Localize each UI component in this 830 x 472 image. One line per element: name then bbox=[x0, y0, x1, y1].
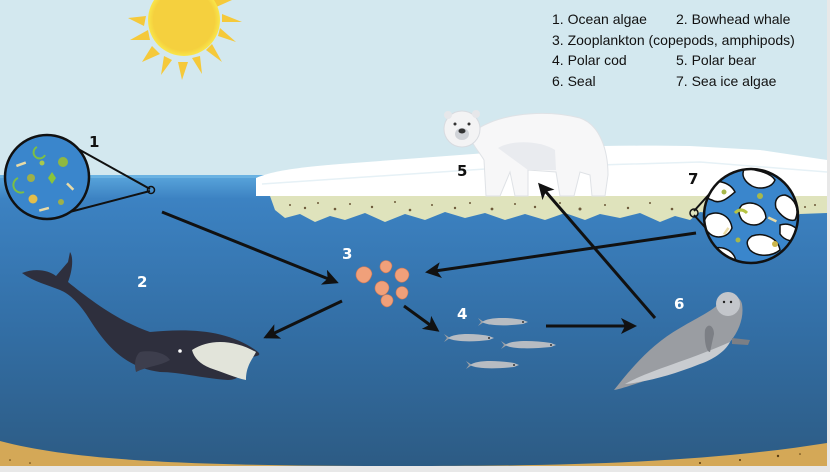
seal bbox=[614, 292, 750, 390]
label-polar-cod: 4 bbox=[457, 305, 468, 323]
legend-item-polar-bear: 5. Polar bear bbox=[676, 52, 757, 68]
legend-item-bowhead-whale: 2. Bowhead whale bbox=[676, 11, 791, 27]
label-ocean-algae: 1 bbox=[89, 133, 100, 151]
zooplankton-cluster bbox=[355, 260, 410, 308]
label-zooplankton: 3 bbox=[342, 245, 353, 263]
sea-ice-algae-band bbox=[270, 196, 827, 222]
legend-row: 3. Zooplankton (copepods, amphipods) bbox=[552, 30, 795, 51]
legend-item-seal: 6. Seal bbox=[552, 72, 596, 89]
arrow-seal-to-bear bbox=[538, 182, 657, 319]
legend-item-polar-cod: 4. Polar cod bbox=[552, 52, 627, 68]
arrow-algae-to-zooplankton bbox=[161, 210, 339, 285]
label-bowhead-whale: 2 bbox=[137, 273, 148, 291]
sea-ice-algae-magnifier bbox=[689, 167, 800, 265]
label-sea-ice-algae: 7 bbox=[688, 170, 699, 188]
ocean-algae-magnifier bbox=[3, 133, 156, 221]
legend-item-zooplankton: 3. Zooplankton (copepods, amphipods) bbox=[552, 31, 795, 48]
sun-icon bbox=[128, 0, 242, 80]
ocean bbox=[0, 175, 827, 466]
legend-row: 1. Ocean algae 2. Bowhead whale bbox=[552, 9, 795, 30]
legend-row: 4. Polar cod 5. Polar bear bbox=[552, 50, 795, 71]
label-polar-bear: 5 bbox=[457, 162, 468, 180]
legend-row: 6. Seal 7. Sea ice algae bbox=[552, 71, 795, 92]
legend: 1. Ocean algae 2. Bowhead whale 3. Zoopl… bbox=[552, 9, 795, 91]
bowhead-whale bbox=[22, 252, 260, 380]
legend-item-sea-ice-algae: 7. Sea ice algae bbox=[676, 72, 777, 89]
label-seal: 6 bbox=[674, 295, 685, 313]
sea-floor bbox=[0, 441, 827, 466]
arrow-zooplankton-to-whale bbox=[263, 299, 343, 339]
legend-item-ocean-algae: 1. Ocean algae bbox=[552, 11, 647, 27]
arrow-zooplankton-to-cod bbox=[403, 304, 440, 332]
polar-cod-school bbox=[444, 317, 556, 369]
food-web-arrows bbox=[161, 182, 697, 339]
polar-bear bbox=[443, 110, 609, 197]
arrow-ice-algae-to-zooplankton bbox=[425, 231, 697, 279]
